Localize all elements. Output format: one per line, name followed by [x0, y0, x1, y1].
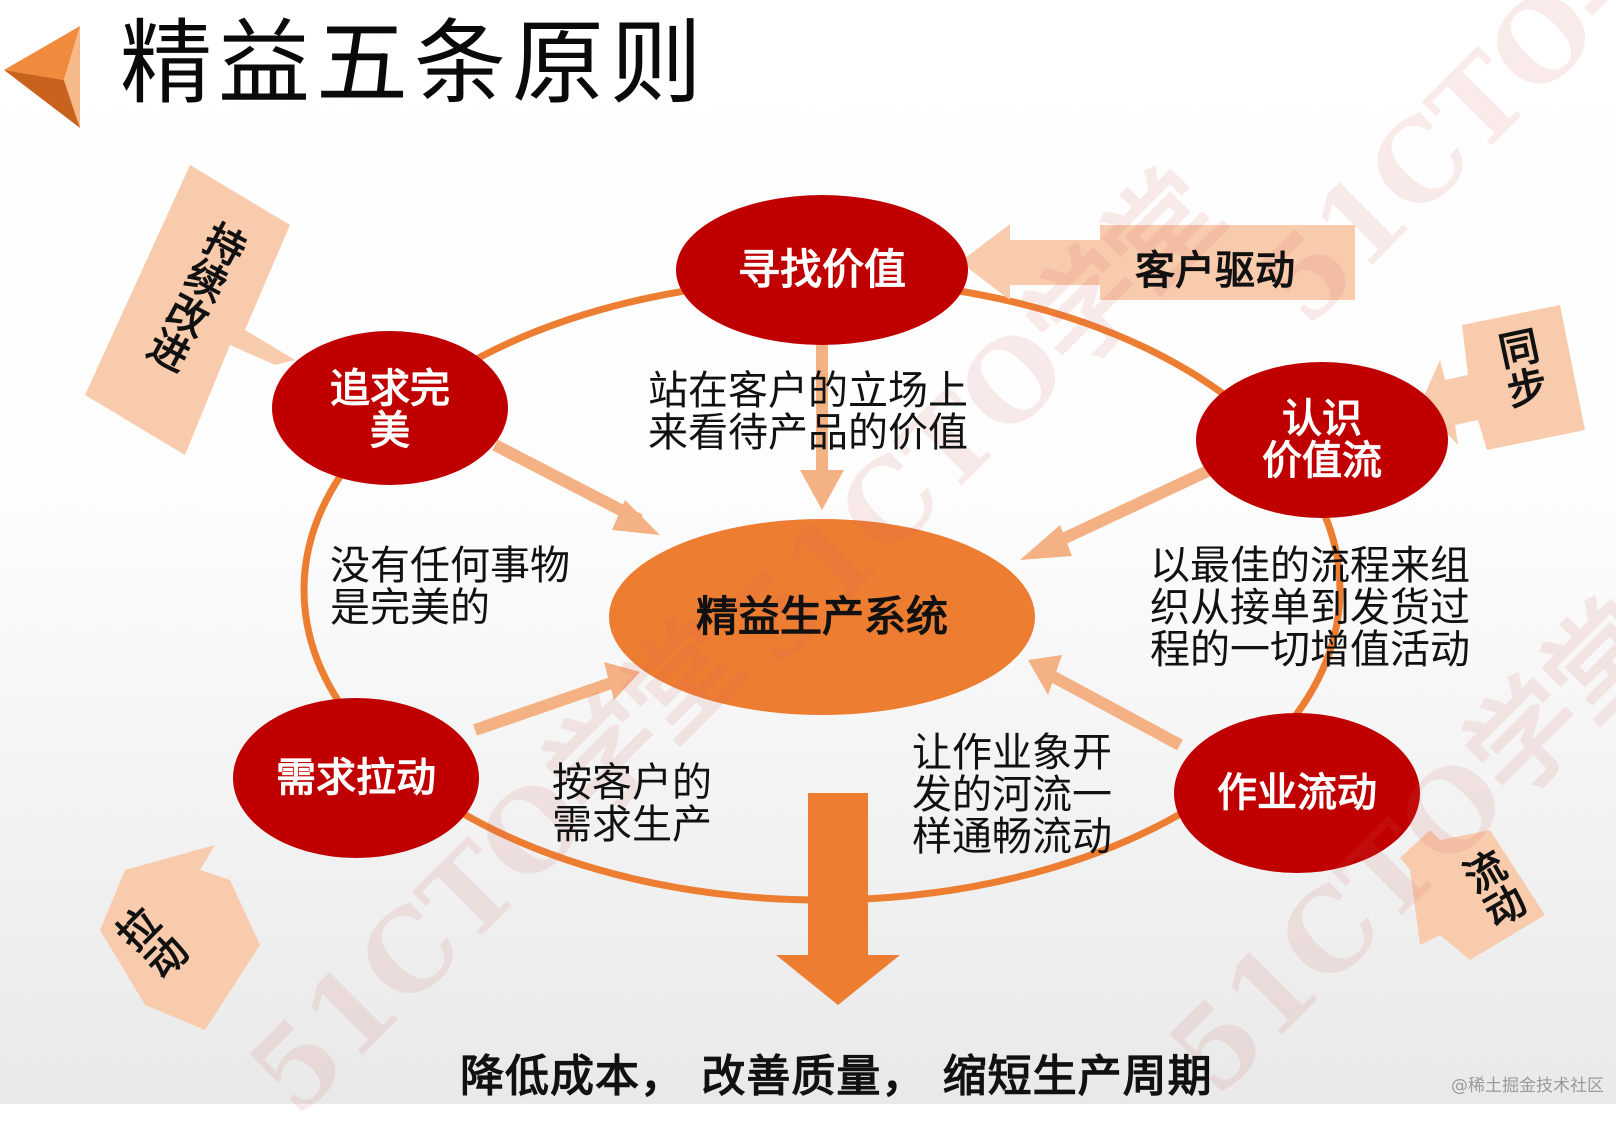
- description-value-stream: 以最佳的流程来组 织从接单到发货过 程的一切增值活动: [1150, 543, 1470, 673]
- description-perfection: 没有任何事物 是完美的: [330, 543, 570, 631]
- center-label: 精益生产系统: [695, 592, 948, 642]
- center-ellipse: [609, 519, 1035, 715]
- description-flow: 让作业象开 发的河流一 样通畅流动: [912, 730, 1112, 860]
- node-value-stream-label: 认识 价值流: [1262, 396, 1382, 484]
- inner-arrows: [473, 330, 1213, 751]
- node-flow-label: 作业流动: [1217, 770, 1377, 816]
- description-pull: 按客户的 需求生产: [552, 760, 712, 848]
- node-pull-shape: [233, 698, 479, 858]
- driver-tag-customer: 客户驱动: [1135, 248, 1295, 294]
- driver-arrows: [85, 165, 1585, 1030]
- credit-text: @稀土掘金技术社区: [1451, 1076, 1604, 1096]
- node-flow-shape: [1174, 713, 1420, 873]
- node-value-stream-shape: [1196, 362, 1448, 518]
- node-pull-label: 需求拉动: [276, 755, 436, 801]
- node-perfection-shape: [272, 331, 508, 485]
- page-title: 精益五条原则: [120, 10, 709, 117]
- node-value-label: 寻找价值: [737, 244, 906, 294]
- node-value-shape: [676, 195, 968, 345]
- description-value: 站在客户的立场上 来看待产品的价值: [648, 368, 968, 456]
- result-text: 降低成本， 改善质量， 缩短生产周期: [460, 1051, 1213, 1102]
- diagram-graphics: [4, 26, 1585, 1030]
- node-perfection-label: 追求完 美: [330, 366, 450, 454]
- title-triangle-icon: [4, 26, 80, 128]
- result-down-arrow: [776, 793, 900, 1005]
